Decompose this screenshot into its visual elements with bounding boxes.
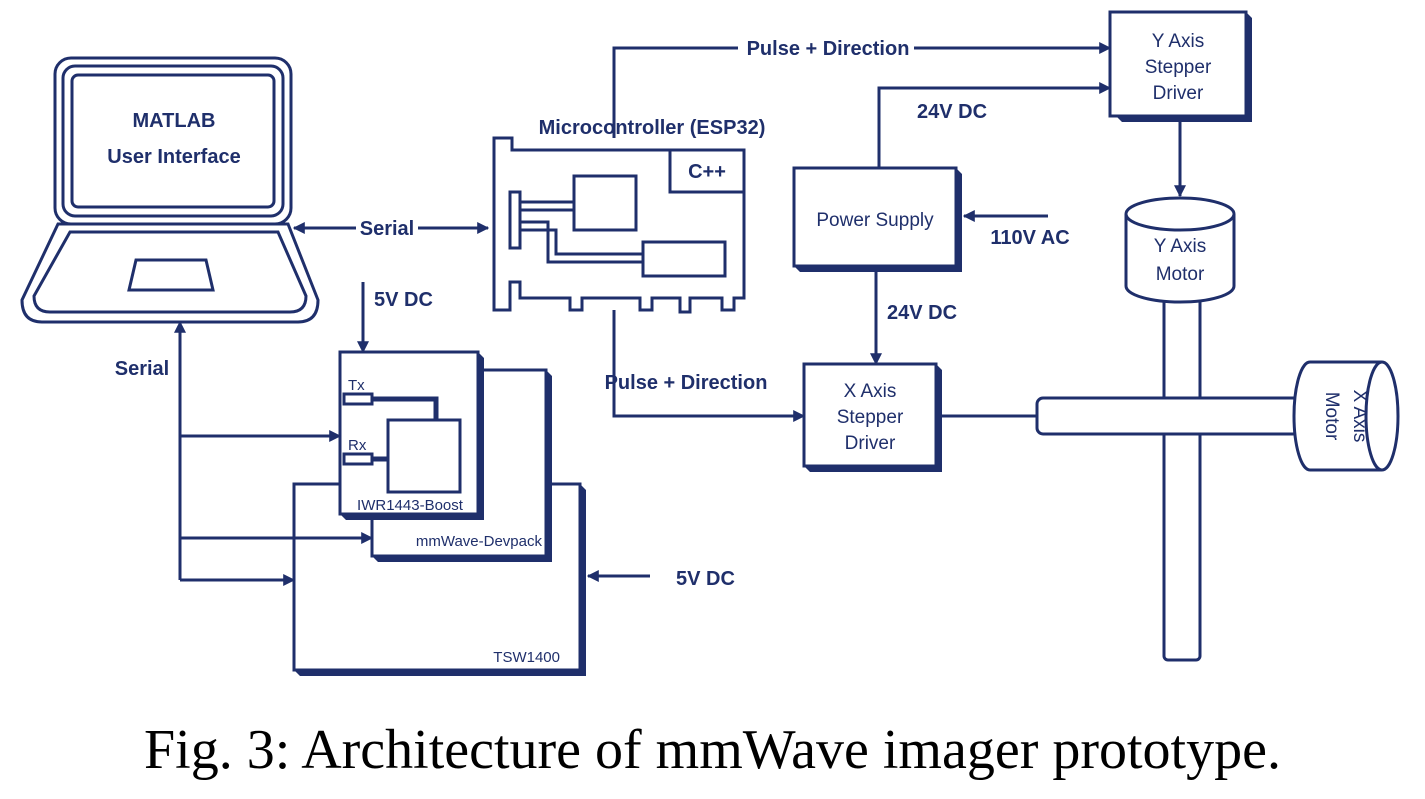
serial-label-mcu: Serial <box>360 218 414 240</box>
y-motor-line1: Y Axis <box>1154 236 1206 257</box>
y-motor-line2: Motor <box>1156 264 1205 285</box>
microcontroller-title: Microcontroller (ESP32) <box>539 117 766 139</box>
laptop-icon <box>20 56 320 324</box>
power-supply-box <box>792 166 962 272</box>
x-axis-rail <box>1035 396 1301 436</box>
pulse-direction-bottom-arrow <box>612 310 806 422</box>
dc-24v-top-arrow <box>877 82 1112 168</box>
figure-caption: Fig. 3: Architecture of mmWave imager pr… <box>144 719 1281 781</box>
y-axis-motor <box>1124 196 1236 304</box>
dc-5v-tsw-label: 5V DC <box>676 568 735 590</box>
architecture-diagram: MATLAB User Interface Microcontroller (E… <box>20 10 1400 676</box>
pulse-direction-top-arrow <box>612 42 1112 138</box>
serial-laptop-boards-arrows <box>174 320 374 586</box>
pulse-direction-bottom-label: Pulse + Direction <box>605 372 768 394</box>
y-driver-line2: Stepper <box>1145 57 1212 78</box>
tx-pin-label: Tx <box>348 377 365 394</box>
y-driver-line3: Driver <box>1153 83 1204 104</box>
power-supply-label: Power Supply <box>816 210 934 231</box>
pulse-direction-top-label: Pulse + Direction <box>747 38 910 60</box>
rx-pin-label: Rx <box>348 437 367 454</box>
y-axis-rail <box>1162 296 1202 662</box>
laptop-label-line2: User Interface <box>107 146 240 168</box>
serial-label-boards: Serial <box>115 358 169 380</box>
iwr1443-label: IWR1443-Boost <box>357 497 464 514</box>
x-axis-motor <box>1292 360 1400 472</box>
x-driver-line3: Driver <box>845 433 896 454</box>
x-motor-line2: Motor <box>1321 392 1342 441</box>
mmwave-devpack-label: mmWave-Devpack <box>416 533 543 550</box>
x-motor-line1: X Axis <box>1349 390 1370 443</box>
dc-5v-iwr-label: 5V DC <box>374 289 433 311</box>
iwr1443-boost-board <box>338 350 484 520</box>
x-driver-line1: X Axis <box>844 381 897 402</box>
x-driver-line2: Stepper <box>837 407 904 428</box>
dc-24v-bottom-label: 24V DC <box>887 302 957 324</box>
cpp-badge: C++ <box>688 161 726 183</box>
ac-110v-label: 110V AC <box>990 227 1069 249</box>
microcontroller-board <box>492 136 746 314</box>
y-axis-stepper-driver <box>1108 10 1252 122</box>
tsw1400-label: TSW1400 <box>493 649 560 666</box>
x-axis-stepper-driver <box>802 362 942 472</box>
laptop-label-line1: MATLAB <box>133 110 216 132</box>
dc-24v-top-label: 24V DC <box>917 101 987 123</box>
y-driver-line1: Y Axis <box>1152 31 1204 52</box>
